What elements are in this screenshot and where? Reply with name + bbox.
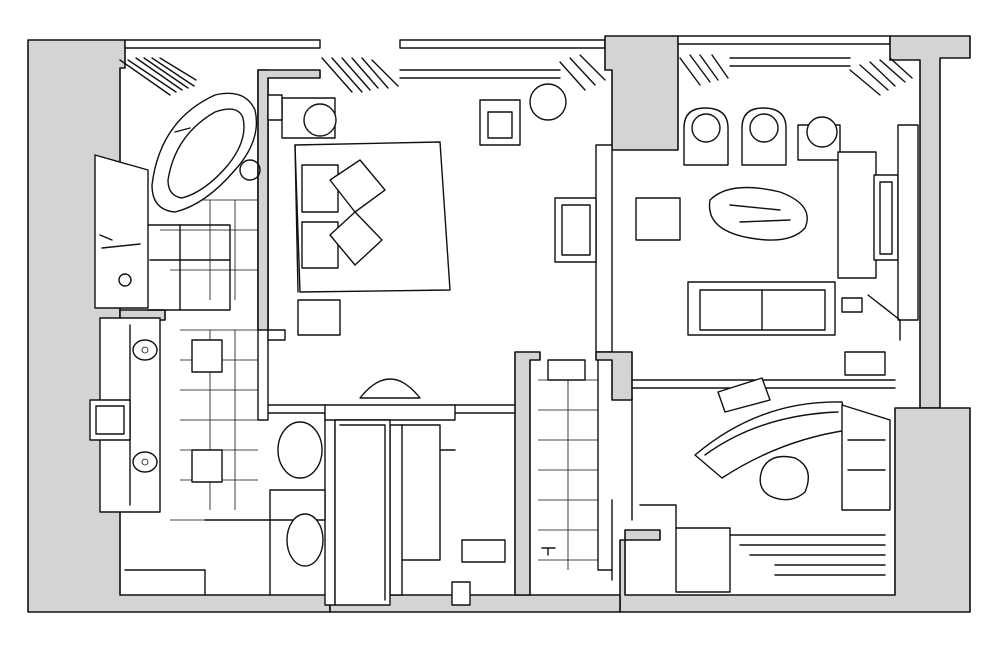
window-rail	[399, 69, 561, 79]
wall-shelf	[897, 124, 919, 321]
north-wall-center	[399, 39, 606, 49]
curtain-icon	[849, 57, 913, 96]
tv-icon	[873, 174, 899, 261]
sink-icon	[132, 451, 158, 473]
media-console	[837, 151, 877, 279]
curtain-icon	[321, 57, 399, 93]
corridor-tiles	[538, 365, 598, 570]
curtain-icon	[679, 54, 729, 86]
table-icon	[635, 197, 681, 241]
wardrobe-icon	[324, 404, 456, 606]
entry-partition	[514, 351, 541, 596]
entry-mat	[461, 539, 506, 563]
bed-icon	[294, 141, 451, 293]
shower-corridor	[538, 359, 613, 581]
bedroom-living-partition	[595, 144, 613, 353]
window-rail	[729, 57, 851, 67]
curtain-icon	[559, 54, 606, 91]
bathtub-icon	[151, 92, 261, 213]
living-partition-stub	[595, 351, 633, 401]
mirror-niche	[89, 399, 131, 441]
window-steps	[729, 534, 886, 576]
east-wall-lower	[619, 407, 971, 613]
wall-pilaster	[267, 329, 286, 341]
vanity-stool	[191, 339, 223, 373]
entry-closet	[324, 378, 506, 606]
wall-pilaster	[267, 94, 283, 121]
bidet-icon	[277, 421, 323, 479]
toilet-icon	[269, 489, 326, 567]
sink-icon	[132, 339, 158, 361]
shower-icon	[94, 154, 231, 311]
living-room	[635, 54, 919, 376]
window-seat	[675, 527, 731, 593]
north-wall-right	[677, 35, 891, 45]
tv-cabinet	[554, 197, 597, 263]
entry-door-stop	[451, 581, 471, 606]
desk-lamp	[717, 377, 771, 413]
lamp-icon	[303, 103, 337, 137]
arched-doorway	[359, 378, 421, 399]
office	[631, 377, 891, 593]
side-table-icon	[529, 83, 567, 121]
sofa-icon	[687, 281, 836, 336]
bathroom	[89, 57, 326, 596]
credenza	[841, 404, 891, 511]
armchair-icon	[683, 107, 729, 166]
office-floor-seams	[631, 397, 677, 529]
interior-partitions	[257, 69, 896, 606]
closet-wall-right	[389, 424, 403, 596]
corridor-wall	[597, 359, 613, 571]
nightstand	[297, 299, 341, 336]
coffee-table	[708, 186, 808, 241]
central-column	[604, 35, 679, 151]
closet-shelf	[401, 424, 456, 561]
north-wall-left	[124, 39, 321, 49]
corridor-niche	[547, 359, 586, 381]
armchair-icon	[741, 107, 787, 166]
floor-lamp	[841, 297, 863, 313]
bedroom-south-partition	[267, 404, 516, 414]
door-handle	[541, 547, 556, 556]
bathroom-step	[124, 519, 271, 596]
armchair-icon	[479, 99, 521, 146]
side-cabinet	[844, 351, 886, 376]
vanity-stool	[191, 449, 223, 483]
office-chair-icon	[759, 455, 809, 501]
closet-wall	[324, 412, 336, 606]
bedroom	[267, 54, 606, 341]
curtain-icon	[119, 57, 197, 96]
armchair-icon	[797, 116, 841, 161]
